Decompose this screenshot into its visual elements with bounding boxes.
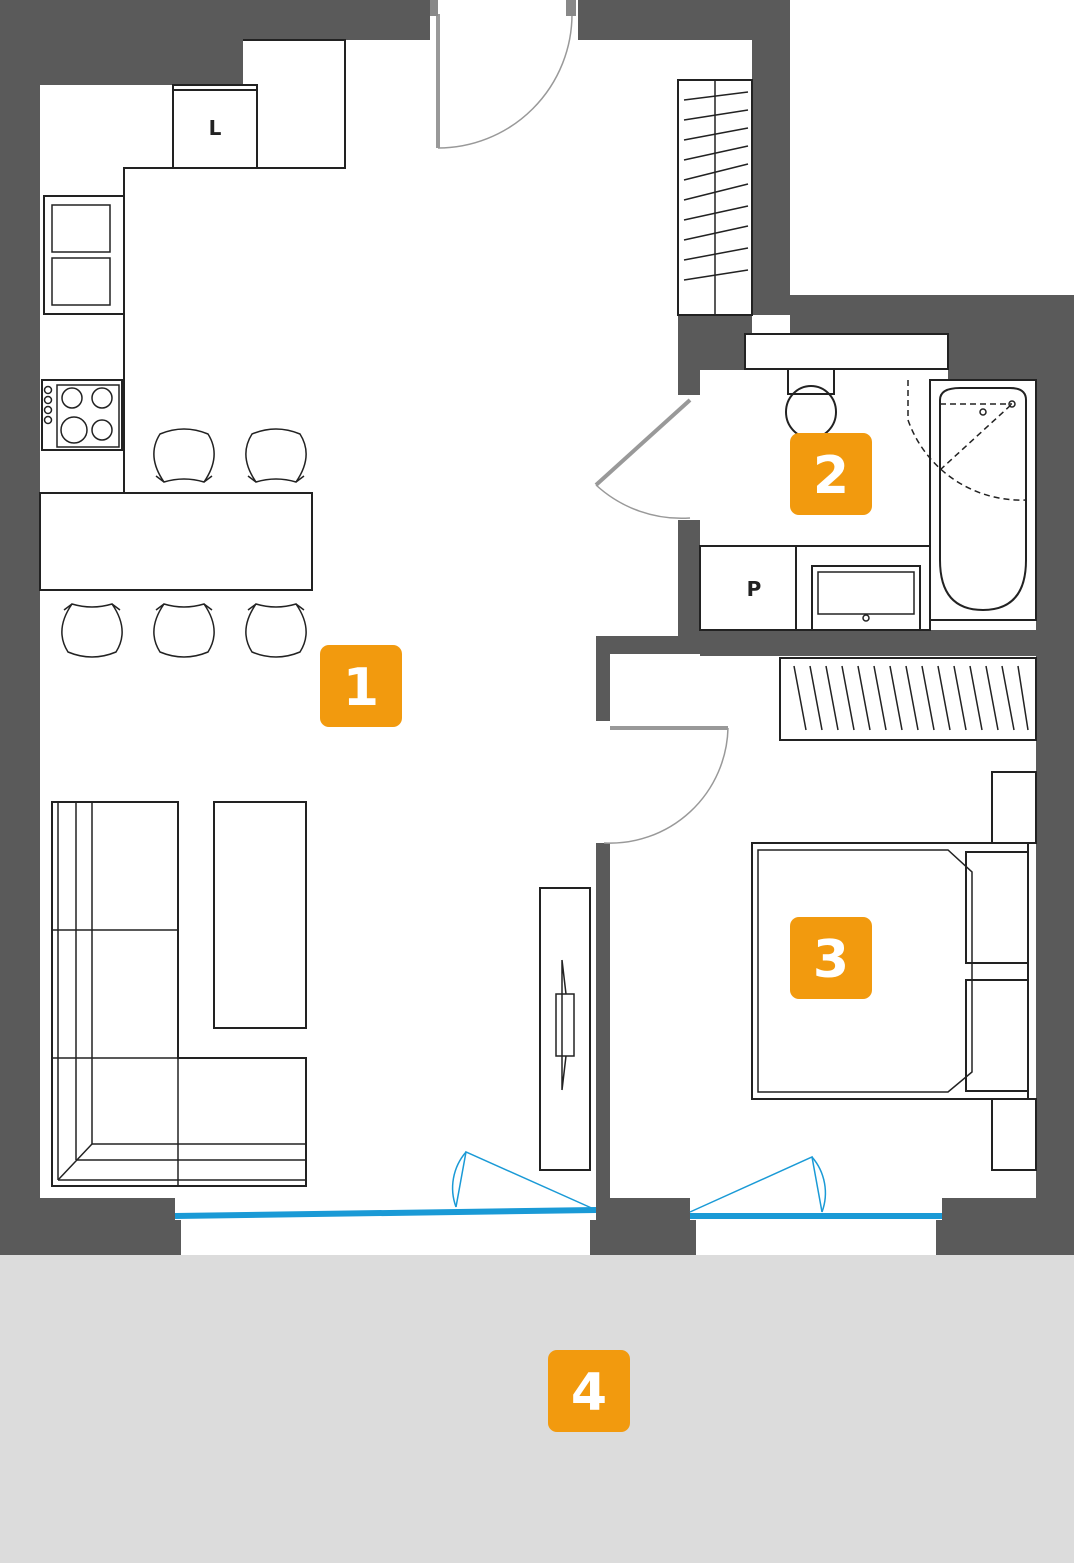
- chair: [153, 603, 215, 658]
- room-number: 1: [343, 658, 379, 718]
- bedroom-wardrobe: [779, 657, 1037, 741]
- bathroom-door: [594, 398, 692, 520]
- bathroom-fixtures: P: [699, 333, 1037, 631]
- bed: [751, 771, 1037, 1171]
- living-window: [174, 1150, 597, 1219]
- bedroom-window: [689, 1155, 942, 1219]
- stove: [41, 379, 123, 451]
- room-number: 4: [571, 1363, 607, 1423]
- room-badge-1: 1: [320, 645, 402, 727]
- entry-wardrobe: [677, 79, 753, 316]
- room-number: 3: [813, 930, 849, 990]
- balcony-area: [0, 1255, 1074, 1563]
- coffee-table: [213, 801, 307, 1029]
- corner-sofa: [51, 801, 307, 1187]
- room-badge-4: 4: [548, 1350, 630, 1432]
- bedroom-door: [603, 726, 729, 844]
- chair: [153, 428, 215, 483]
- tv-unit: [539, 887, 591, 1171]
- dining-table: [39, 492, 313, 591]
- fridge: L: [172, 84, 258, 169]
- chair: [61, 603, 123, 658]
- room-badges: 1 2 3 4: [320, 433, 872, 1432]
- room-number: 2: [813, 446, 849, 506]
- entrance-door: [430, 0, 576, 149]
- washer-label: P: [747, 577, 762, 601]
- fridge-label: L: [209, 116, 222, 140]
- room-badge-3: 3: [790, 917, 872, 999]
- chair: [245, 428, 307, 483]
- dining-chairs: [61, 428, 307, 658]
- walls: [0, 0, 1074, 1255]
- room-badge-2: 2: [790, 433, 872, 515]
- chair: [245, 603, 307, 658]
